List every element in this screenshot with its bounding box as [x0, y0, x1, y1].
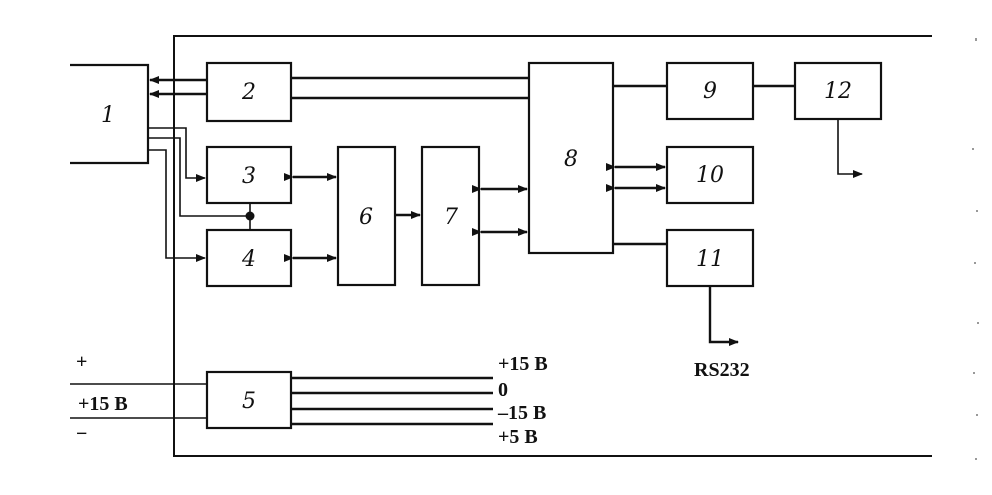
block-4: [205, 228, 293, 288]
block-3-label: 3: [242, 164, 256, 189]
block-7: [420, 145, 481, 287]
link-1-to-3: [148, 127, 206, 182]
rs232-label: RS232: [694, 359, 750, 381]
block-2-label: 2: [241, 80, 256, 105]
block-12: [793, 61, 883, 121]
block-10-label: 10: [696, 163, 724, 188]
rail-label-plus-15: +15 B: [498, 353, 548, 375]
block-5: [205, 370, 293, 430]
block-1-label: 1: [101, 103, 115, 128]
scan-specks: [972, 38, 979, 460]
block-4-label: 4: [241, 247, 256, 272]
block-11-label: 11: [696, 247, 724, 272]
block-8-label: 8: [564, 147, 578, 172]
rail-label-plus-5: +5 B: [498, 426, 538, 448]
device-frame: [173, 35, 932, 457]
block-1-outline: [70, 63, 150, 165]
power-input-voltage: +15 B: [78, 393, 128, 415]
link-1-to-junction: [148, 137, 250, 217]
block-12-output-arrow: [837, 119, 863, 178]
power-plus-sign: +: [76, 351, 87, 373]
block-12-label: 12: [824, 79, 852, 104]
block-2: [205, 61, 293, 123]
junction-dot: [245, 211, 255, 221]
block-7-label: 7: [444, 205, 458, 230]
block-9: [665, 61, 755, 121]
link-1-to-4: [148, 149, 206, 262]
power-minus-sign: −: [76, 423, 87, 445]
block-3: [205, 145, 293, 205]
rs232-output-arrow: [708, 286, 739, 346]
block-9-label: 9: [703, 79, 717, 104]
block-10: [665, 145, 755, 205]
block-6-label: 6: [359, 205, 373, 230]
block-5-label: 5: [242, 389, 256, 414]
rail-label-zero: 0: [498, 379, 508, 401]
block-8: [527, 61, 615, 255]
rail-label-minus-15: –15 B: [497, 402, 546, 424]
